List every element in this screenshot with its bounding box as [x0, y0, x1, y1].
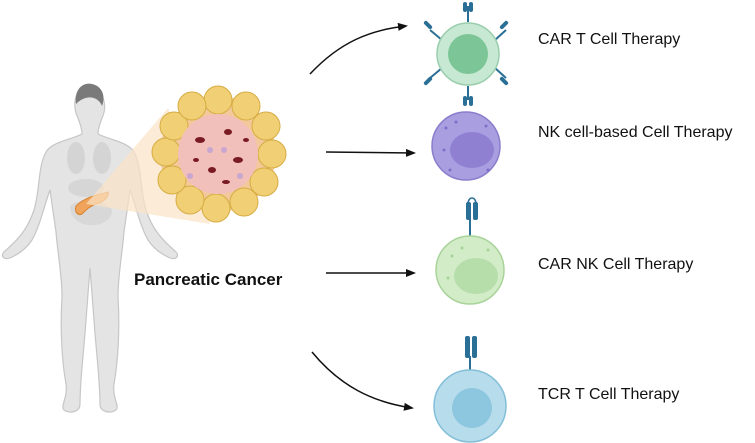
tcr-t-therapy-label: TCR T Cell Therapy	[538, 386, 680, 403]
pancreatic-cancer-label: Pancreatic Cancer	[134, 270, 283, 289]
car-nk-therapy-label: CAR NK Cell Therapy	[538, 256, 694, 273]
tcr-t-cell-icon	[433, 336, 507, 443]
arrow-to-tcr-t	[311, 351, 414, 411]
car-nk-cell-icon	[435, 197, 505, 305]
tumor-icon	[151, 85, 287, 223]
car-t-therapy-label: CAR T Cell Therapy	[538, 31, 681, 48]
arrow-to-car-t	[309, 22, 408, 75]
car-t-cell-icon	[423, 2, 509, 106]
nk-therapy-label: NK cell-based Cell Therapy	[538, 124, 733, 141]
arrow-to-nk	[325, 148, 416, 157]
nk-cell-icon	[431, 111, 501, 181]
